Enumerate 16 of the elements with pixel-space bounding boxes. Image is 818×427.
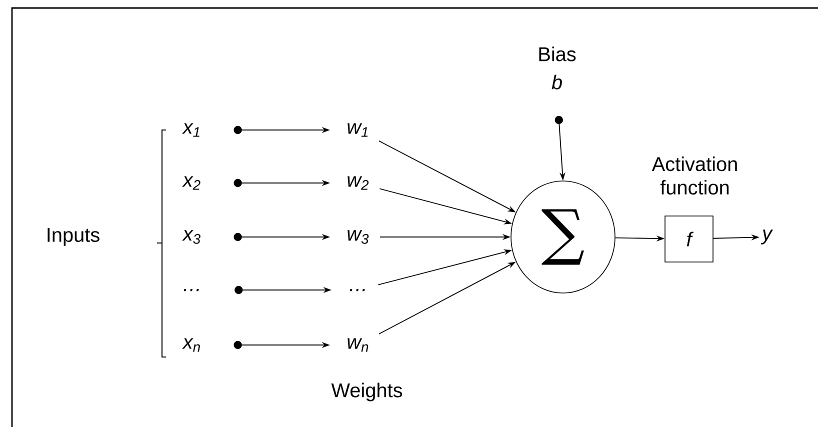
variable-label: x$_{3}$ [182,230,200,244]
bias-label: Bias b [539,46,576,90]
variable-label: w$_{3}$ [348,230,369,244]
heading-label: Activation function [652,156,737,195]
variable-label: w$_{1}$ [348,123,368,137]
axis-label: Inputs [48,228,100,246]
variable-label: w$_{2}$ [348,176,369,190]
variable-label: … [184,288,199,292]
variable-label: … [350,288,365,292]
axis-label: Weights [331,382,402,402]
function-box: f [664,216,714,262]
variable-label: x$_{2}$ [182,176,200,190]
variable-label: w$_{n}$ [348,338,368,352]
variable-label: x$_{1}$ [182,123,200,137]
variable-label: y [760,230,773,244]
variable-label: x$_{n}$ [182,338,200,352]
